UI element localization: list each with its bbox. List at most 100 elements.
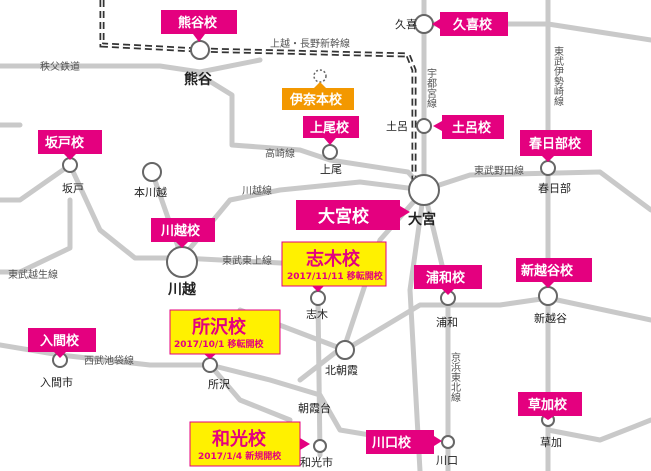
school-shiki[interactable]: 志木校 2017/11/11 移転開校 (281, 241, 387, 292)
station-wakoshi[interactable] (313, 439, 327, 453)
station-label-kawaguchi: 川口 (436, 454, 458, 467)
station-label-soka: 草加 (540, 436, 562, 449)
label-tobu-isesaki: 東武伊勢崎線 (552, 45, 564, 106)
school-iruma-pointer (54, 352, 66, 358)
school-omiya-bg (296, 200, 400, 230)
label-tobu-tojo: 東武東上線 (222, 254, 272, 267)
school-kawagoe[interactable]: 川越校 (151, 218, 215, 248)
school-inahon-pointer (314, 82, 326, 88)
school-shiki-bg (281, 241, 387, 287)
school-toro-label: 土呂校 (452, 120, 492, 136)
station-label-shiki: 志木 (306, 308, 328, 321)
school-wako-note: 2017/1/4 新規開校 (198, 450, 282, 462)
school-kawaguchi-bg (366, 430, 434, 454)
station-label-kasukabe: 春日部 (538, 181, 571, 195)
school-iruma-label: 入間校 (40, 333, 80, 349)
school-omiya[interactable]: 大宮校 (296, 200, 410, 230)
station-kawagoe[interactable] (166, 246, 198, 278)
school-tokorozawa[interactable]: 所沢校 2017/10/1 移転開校 (169, 309, 281, 359)
station-shin-koshigaya[interactable] (538, 286, 558, 306)
rail-honkawagoe (149, 169, 185, 261)
rail-shinkansen-inner (101, 0, 415, 190)
school-tokorozawa-pointer (204, 354, 216, 359)
station-label-tokorozawa: 所沢 (208, 377, 230, 391)
station-kita-asaka[interactable] (335, 340, 355, 360)
school-wako-pointer (300, 438, 310, 450)
label-kawagoe-line: 川越線 (242, 184, 272, 197)
school-kasukabe[interactable]: 春日部校 (520, 130, 592, 162)
station-ina[interactable] (313, 69, 327, 83)
line-labels: 秩父鉄道 上越・長野新幹線 高崎線 川越線 東武野田線 東武東上線 東武越生線 … (8, 37, 564, 402)
station-kuki[interactable] (414, 14, 434, 34)
school-kawaguchi-pointer (434, 436, 442, 446)
station-tokorozawa[interactable] (202, 357, 218, 373)
rail-tobu-noda (421, 169, 651, 213)
school-soka-pointer (542, 416, 554, 420)
rail-kuki-east (545, 21, 651, 43)
label-tobu-isesaki-text: 東武伊勢崎線 (552, 45, 564, 106)
station-label-kita-asaka: 北朝霞 (325, 364, 358, 377)
station-kumagaya[interactable] (190, 40, 210, 60)
station-label-hon-kawagoe: 本川越 (134, 185, 167, 199)
station-kawaguchi[interactable] (441, 435, 455, 449)
rail-shinkansen (99, 0, 417, 190)
station-toro[interactable] (416, 118, 432, 134)
school-kuki-label: 久喜校 (453, 17, 493, 33)
school-kumagaya-bg (161, 10, 237, 34)
label-tobu-ogose: 東武越生線 (8, 268, 58, 281)
label-utsunomiya-text: 宇都宮線 (425, 67, 437, 108)
rail-musashino (237, 295, 651, 353)
station-label-irumashi: 入間市 (40, 375, 73, 389)
school-ageo[interactable]: 上尾校 (303, 116, 359, 145)
school-sakado[interactable]: 坂戸校 (38, 130, 102, 160)
station-label-sakado: 坂戸 (62, 182, 84, 195)
school-sakado-label: 坂戸校 (45, 135, 85, 151)
rail-seibu-ikebukuro (0, 342, 403, 443)
school-kumagaya[interactable]: 熊谷校 (161, 10, 237, 42)
school-kawagoe-bg (151, 218, 215, 242)
school-tokorozawa-note: 2017/10/1 移転開校 (174, 338, 265, 350)
rail-kumagaya-east (197, 57, 263, 75)
station-kasukabe[interactable] (540, 160, 556, 176)
station-shiki[interactable] (310, 290, 326, 306)
school-shin-koshigaya[interactable]: 新越谷校 (516, 258, 592, 288)
school-inahon[interactable]: 伊奈本校 (282, 82, 354, 110)
label-chichibu: 秩父鉄道 (40, 60, 80, 73)
station-label-asakadai: 朝霞台 (298, 401, 331, 415)
school-shiki-pointer (312, 286, 324, 292)
school-iruma[interactable]: 入間校 (28, 328, 96, 358)
school-ageo-pointer (324, 138, 336, 145)
station-label-wakoshi: 和光市 (300, 455, 333, 469)
label-seibu-ikebukuro: 西武池袋線 (84, 354, 134, 367)
school-soka[interactable]: 草加校 (518, 392, 582, 420)
label-tobu-noda: 東武野田線 (474, 164, 524, 177)
school-kuki[interactable]: 久喜校 (432, 12, 508, 36)
school-shiki-note: 2017/11/11 移転開校 (287, 270, 384, 282)
station-sakado[interactable] (62, 157, 78, 173)
school-kasukabe-pointer (542, 156, 554, 162)
school-toro[interactable]: 土呂校 (433, 115, 504, 139)
school-wako-label: 和光校 (212, 428, 267, 450)
station-label-urawa: 浦和 (436, 316, 458, 329)
school-wako[interactable]: 和光校 2017/1/4 新規開校 (189, 421, 310, 467)
station-ageo[interactable] (322, 144, 338, 160)
school-iruma-bg (28, 328, 96, 352)
school-kawaguchi-label: 川口校 (371, 435, 412, 451)
station-label-toro: 土呂 (386, 120, 408, 133)
school-urawa-label: 浦和校 (426, 270, 466, 286)
rail-tobu-ogose (0, 197, 73, 275)
school-kawaguchi[interactable]: 川口校 (366, 430, 442, 454)
station-omiya[interactable] (408, 174, 440, 206)
label-utsunomiya: 宇都宮線 (425, 67, 437, 108)
school-ageo-bg (303, 116, 359, 138)
school-urawa-bg (414, 265, 482, 289)
school-tokorozawa-label: 所沢校 (192, 316, 247, 338)
school-urawa[interactable]: 浦和校 (414, 265, 482, 295)
school-ageo-label: 上尾校 (310, 120, 350, 136)
station-label-ageo: 上尾 (320, 163, 342, 176)
station-label-omiya: 大宮 (408, 211, 436, 228)
station-hon-kawagoe[interactable] (142, 162, 162, 182)
school-tokorozawa-bg (169, 309, 281, 355)
